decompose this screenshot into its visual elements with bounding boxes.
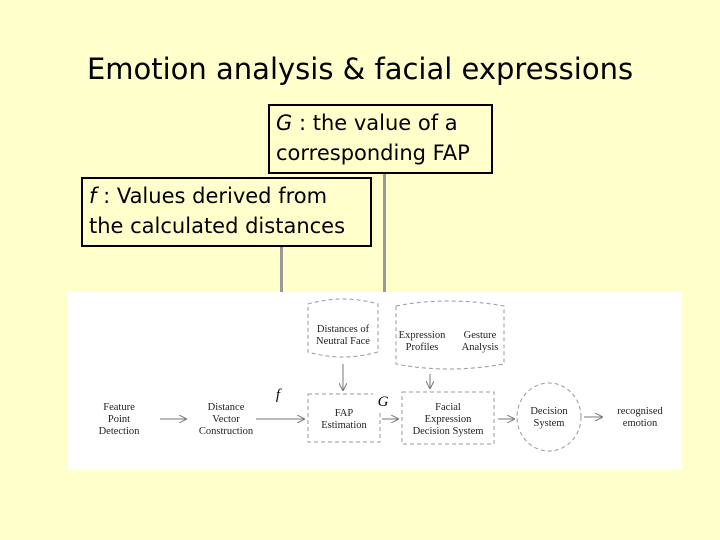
callout-f-symbol: f <box>89 184 97 208</box>
diagram-shapes <box>160 298 682 452</box>
callout-f-text: : Values derived from the calculated dis… <box>89 184 346 238</box>
label-fap-estimation: FAP Estimation <box>321 408 367 431</box>
neutral-face-store <box>307 298 379 358</box>
symbol-g: G <box>373 393 393 411</box>
label-feature-point-detection: Feature Point Detection <box>98 402 140 437</box>
callout-f: f : Values derived from the calculated d… <box>81 177 372 247</box>
slide-title: Emotion analysis & facial expressions <box>86 52 634 86</box>
callout-g: G : the value of a corresponding FAP <box>268 104 493 174</box>
decision-system-ellipse <box>516 382 582 452</box>
label-distances-neutral-face: Distances of Neutral Face <box>316 324 370 347</box>
label-decision-system: Decision System <box>530 406 568 429</box>
fap-estimation-box <box>307 393 381 443</box>
callout-g-symbol: G <box>276 111 293 135</box>
symbol-f: f <box>268 386 288 404</box>
label-gesture-analysis: Gesture Analysis <box>461 330 499 353</box>
label-recognised-emotion: recognised emotion <box>617 406 663 429</box>
label-distance-vector-construction: Distance Vector Construction <box>198 402 254 437</box>
callout-g-text: : the value of a corresponding FAP <box>276 111 470 165</box>
emotion-analysis-diagram: Feature Point Detection Distance Vector … <box>68 292 682 470</box>
fe-decision-box <box>401 391 495 445</box>
label-facial-expression-decision-system: Facial Expression Decision System <box>412 402 484 437</box>
label-expression-profiles: Expression Profiles <box>398 330 446 353</box>
connector-g <box>383 174 386 400</box>
profiles-store <box>395 300 505 370</box>
